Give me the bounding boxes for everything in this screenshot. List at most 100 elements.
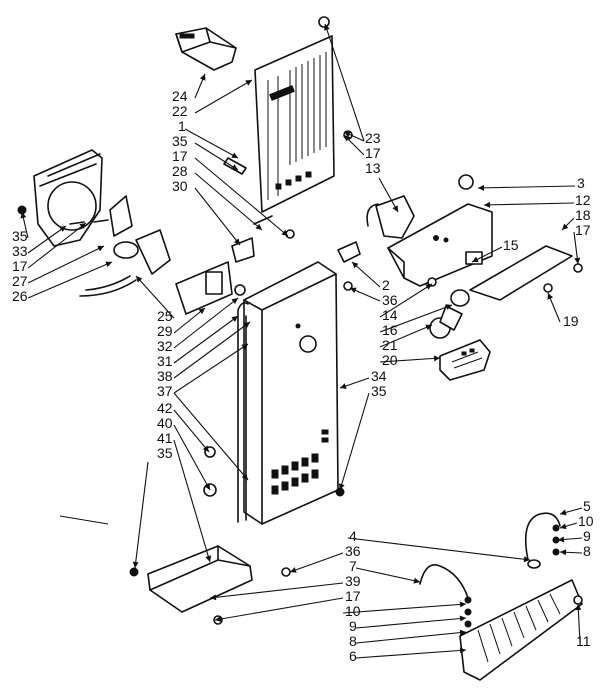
- arrowhead: [425, 324, 432, 331]
- leader-line: [355, 649, 467, 659]
- part-callout-c17e: 17: [345, 588, 361, 604]
- part-callout-c41: 41: [157, 430, 173, 446]
- part-callout-c33: 33: [12, 243, 28, 259]
- leader-line: [379, 283, 433, 318]
- leader-line: [483, 202, 575, 206]
- part-callout-c42: 42: [157, 400, 173, 416]
- arrowhead: [241, 344, 248, 350]
- mounting-bracket-part: [129, 545, 291, 625]
- arrowhead: [523, 556, 530, 563]
- part-callout-c32: 32: [157, 338, 173, 354]
- leader-line: [27, 261, 113, 299]
- part-callout-c3: 3: [577, 175, 585, 191]
- part-callout-c6: 6: [349, 648, 357, 664]
- arrowhead: [97, 245, 104, 252]
- leader-line: [173, 392, 249, 481]
- arrowhead: [324, 24, 330, 31]
- leader-line: [379, 304, 453, 333]
- part-callout-c7: 7: [349, 558, 357, 574]
- leader-line: [173, 343, 249, 394]
- part-callout-c14: 14: [382, 307, 398, 323]
- part-callout-c19: 19: [563, 313, 579, 329]
- arrowhead: [472, 256, 479, 262]
- part-callout-c5: 5: [583, 498, 591, 514]
- leader-line: [351, 261, 381, 288]
- arrowhead: [484, 201, 491, 208]
- arrowhead: [344, 135, 351, 142]
- blower-housing-part: [17, 149, 171, 297]
- part-callout-c9a: 9: [349, 618, 357, 634]
- arrowhead: [255, 223, 262, 230]
- filter-cartridge-part: [175, 27, 237, 71]
- arrowhead: [459, 615, 466, 622]
- part-callout-c17d: 17: [12, 258, 28, 274]
- arrowhead: [231, 316, 238, 322]
- leader-line: [194, 187, 241, 246]
- arrowhead: [132, 561, 139, 568]
- part-callout-c17a: 17: [172, 148, 188, 164]
- leader-line: [194, 142, 239, 171]
- leader-line: [355, 631, 467, 644]
- part-callout-c18: 18: [575, 207, 591, 223]
- part-callout-c27: 27: [12, 273, 28, 289]
- part-callout-c2: 2: [382, 277, 390, 293]
- arrowhead: [290, 567, 297, 573]
- arrowhead: [281, 229, 288, 236]
- leader-line: [214, 597, 344, 621]
- part-callout-c17b: 17: [365, 145, 381, 161]
- part-callout-c35a: 35: [172, 133, 188, 149]
- leader-line: [184, 128, 239, 159]
- motor-relay-part: [337, 174, 573, 301]
- part-callout-c12: 12: [575, 192, 591, 208]
- part-callout-c35c: 35: [157, 445, 173, 461]
- lamp-socket-part: [429, 289, 470, 339]
- leader-line: [173, 424, 211, 491]
- arrowhead: [243, 322, 250, 328]
- part-callout-c38: 38: [157, 368, 173, 384]
- part-callout-c21: 21: [382, 337, 398, 353]
- leader-line: [194, 157, 289, 237]
- part-callout-c35b: 35: [12, 228, 28, 244]
- part-callout-c31: 31: [157, 353, 173, 369]
- arrowhead: [459, 647, 466, 654]
- arrowhead: [445, 304, 452, 310]
- leader-line: [477, 185, 576, 189]
- part-callout-c15: 15: [503, 237, 519, 253]
- part-callout-c10b: 10: [578, 513, 594, 529]
- arrowhead: [210, 594, 217, 601]
- arrowhead: [204, 483, 210, 490]
- leader-line: [173, 297, 239, 349]
- arrowhead: [205, 555, 212, 562]
- arrowhead: [562, 223, 569, 230]
- leader-line: [355, 567, 421, 583]
- arrowhead: [413, 577, 420, 584]
- leader-line: [355, 617, 467, 629]
- arrowhead: [459, 601, 466, 608]
- part-callout-c24: 24: [172, 88, 188, 104]
- leader-line: [324, 23, 365, 142]
- leader-line: [347, 537, 531, 561]
- arrowhead: [433, 355, 440, 362]
- part-callout-c16: 16: [382, 322, 398, 338]
- part-callout-c36a: 36: [382, 292, 398, 308]
- leader-line: [173, 409, 210, 453]
- rear-cover-panel-part: [254, 35, 335, 213]
- screw-part: [285, 229, 583, 293]
- part-callout-c13: 13: [365, 160, 381, 176]
- part-callout-c11: 11: [576, 633, 591, 649]
- part-callout-c26: 26: [12, 288, 28, 304]
- leader-line: [339, 392, 370, 491]
- arrowhead: [425, 284, 432, 290]
- leader-line: [194, 79, 253, 114]
- leader-line: [173, 439, 211, 563]
- leader-line: [173, 321, 251, 379]
- arrowhead: [344, 131, 351, 138]
- arrowhead: [340, 383, 347, 389]
- leader-line: [135, 275, 175, 319]
- part-callout-c25: 25: [157, 308, 173, 324]
- part-callout-c4: 4: [349, 528, 357, 544]
- part-callout-c23: 23: [365, 130, 381, 146]
- arrowhead: [547, 293, 554, 300]
- leader-line: [27, 222, 87, 269]
- drip-tray-part: [459, 579, 583, 681]
